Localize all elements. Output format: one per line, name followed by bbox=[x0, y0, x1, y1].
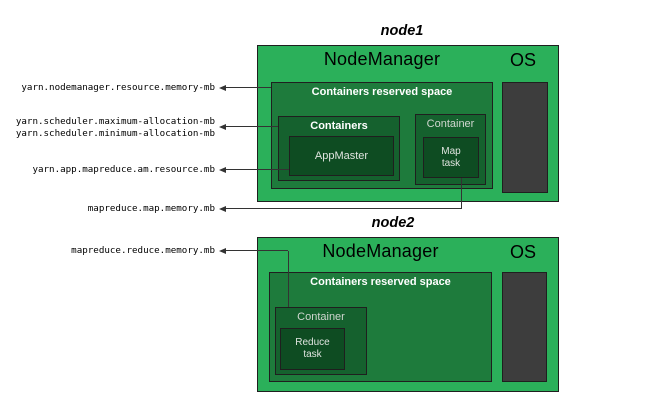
config-label-mapreduce-reduce-memory-mb: mapreduce.reduce.memory.mb bbox=[71, 245, 215, 256]
config-label-yarn-scheduler-maximum-allocation-mb: yarn.scheduler.maximum-allocation-mb bbox=[15, 116, 215, 127]
arrow-line-am-resource bbox=[226, 169, 289, 170]
config-label-mapreduce-map-memory-mb: mapreduce.map.memory.mb bbox=[87, 203, 215, 214]
node1-map-task-box: Map task bbox=[423, 137, 479, 178]
reduce-task-label-line2: task bbox=[303, 349, 322, 360]
arrow-line-map-memory bbox=[226, 208, 462, 209]
node1-os-memory-block bbox=[502, 82, 548, 193]
arrow-head-nodemanager-resource bbox=[219, 85, 226, 91]
arrow-riser-reduce-memory bbox=[288, 251, 289, 307]
arrow-head-reduce-memory bbox=[219, 248, 226, 254]
node1-title: node1 bbox=[380, 23, 424, 39]
config-label-yarn-app-mapreduce-am-resource-mb: yarn.app.mapreduce.am.resource.mb bbox=[32, 164, 215, 175]
node2-os-label: OS bbox=[509, 242, 536, 262]
reduce-task-label-line1: Reduce bbox=[295, 337, 330, 348]
node1-containers-label: Containers bbox=[310, 120, 368, 132]
arrow-line-reduce-memory bbox=[226, 250, 288, 251]
node1-appmaster-box: AppMaster bbox=[289, 136, 394, 176]
node2-nodemanager-label: NodeManager bbox=[322, 241, 439, 261]
arrow-head-am-resource bbox=[219, 167, 226, 173]
node1-container-label: Container bbox=[426, 118, 475, 130]
arrow-riser-map-memory bbox=[461, 178, 462, 209]
node2-containers-reserved-space-label: Containers reserved space bbox=[310, 276, 451, 288]
node2-os-memory-block bbox=[502, 272, 547, 382]
arrow-line-scheduler-allocation bbox=[226, 126, 278, 127]
arrow-head-map-memory bbox=[219, 206, 226, 212]
node1-containers-reserved-space-label: Containers reserved space bbox=[311, 86, 453, 98]
node2-container-label: Container bbox=[297, 311, 345, 323]
arrow-line-nodemanager-resource bbox=[226, 87, 271, 88]
node2-reduce-task-box: Reduce task bbox=[280, 328, 345, 370]
config-label-yarn-nodemanager-resource-memory-mb: yarn.nodemanager.resource.memory-mb bbox=[21, 82, 215, 93]
node2-title: node2 bbox=[371, 215, 415, 231]
node1-appmaster-label: AppMaster bbox=[314, 150, 369, 162]
map-task-label-line2: task bbox=[441, 157, 461, 169]
arrow-head-scheduler-allocation bbox=[219, 124, 226, 130]
map-task-label-line1: Map bbox=[441, 145, 461, 157]
config-label-yarn-scheduler-minimum-allocation-mb: yarn.scheduler.minimum-allocation-mb bbox=[15, 128, 215, 139]
node1-nodemanager-label: NodeManager bbox=[323, 49, 441, 69]
node1-os-label: OS bbox=[509, 50, 536, 70]
